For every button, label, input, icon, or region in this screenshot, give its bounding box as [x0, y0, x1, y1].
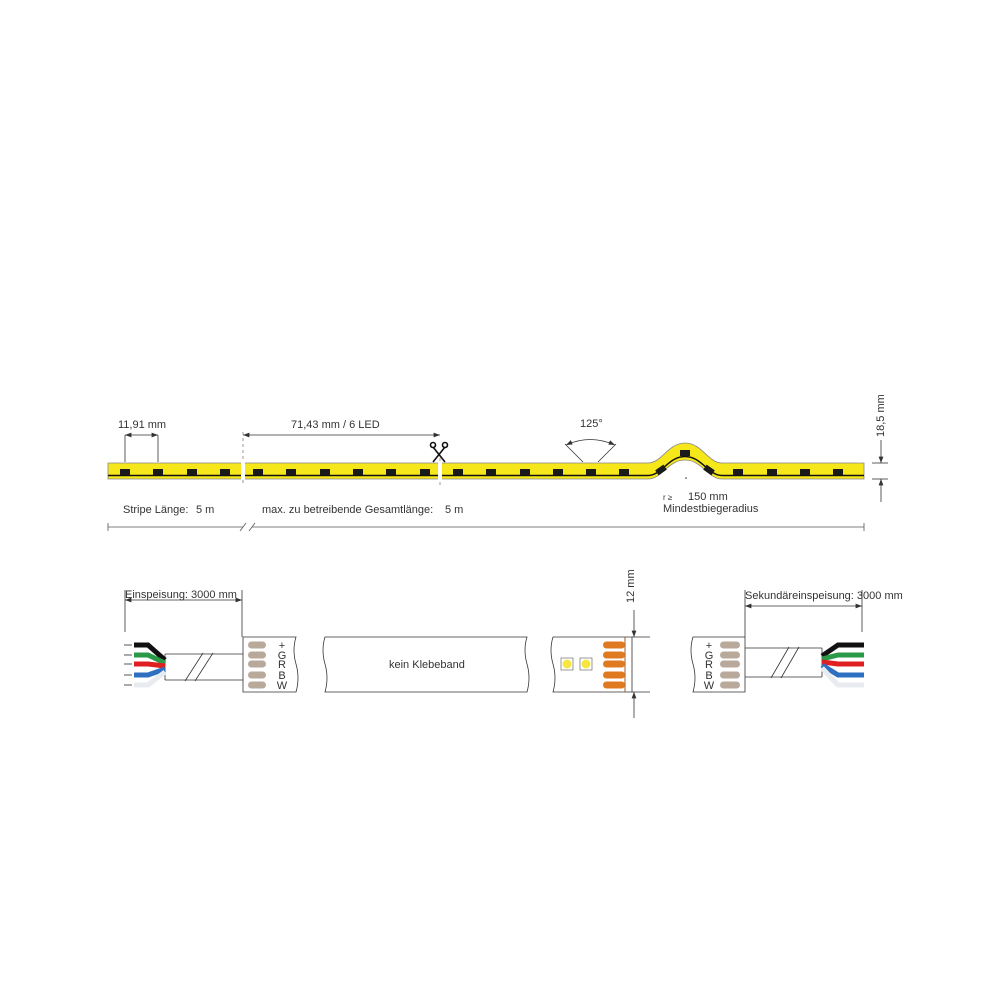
led-chip	[579, 657, 593, 671]
scissors-icon	[429, 441, 449, 463]
wire	[820, 666, 864, 688]
solder-pad	[603, 671, 625, 679]
led	[286, 469, 296, 475]
solder-pad	[603, 681, 625, 689]
solder-pad	[720, 651, 740, 659]
pin-label: R	[705, 659, 713, 671]
strip-end	[550, 636, 633, 693]
led	[486, 469, 496, 475]
pin-label: W	[704, 680, 715, 692]
wire	[821, 659, 864, 667]
height-label: 18,5 mm	[875, 394, 887, 437]
wire	[134, 652, 167, 666]
strip-circuit-line	[108, 455, 864, 477]
solder-pad	[248, 671, 266, 679]
led-chip	[560, 657, 574, 671]
feed-label: Einspeisung: 3000 mm	[125, 589, 237, 601]
pin-label: R	[278, 659, 286, 671]
led	[553, 469, 563, 475]
solder-pad	[603, 641, 625, 649]
radius-center	[685, 477, 687, 479]
led	[767, 469, 777, 475]
radius-symbol: r ≥	[663, 493, 673, 502]
solder-pad	[248, 651, 266, 659]
led	[733, 469, 743, 475]
total-length-line	[107, 522, 865, 532]
led	[833, 469, 843, 475]
solder-pad	[720, 641, 740, 649]
led	[453, 469, 463, 475]
width-dimension	[631, 610, 650, 718]
led	[520, 469, 530, 475]
led	[680, 450, 690, 456]
led-strip	[107, 432, 865, 485]
solder-pad	[603, 651, 625, 659]
solder-pad	[720, 660, 740, 668]
solder-pad	[248, 641, 266, 649]
height-dimension	[872, 440, 888, 502]
led	[320, 469, 330, 475]
max-length-label: max. zu betreibende Gesamtlänge:	[262, 504, 433, 516]
segment-label: 71,43 mm / 6 LED	[291, 419, 380, 431]
solder-pad	[720, 671, 740, 679]
angle-label: 125°	[580, 418, 603, 430]
led	[153, 469, 163, 475]
pin-label: W	[277, 680, 288, 692]
strip-body	[107, 442, 865, 480]
angle-dimension	[564, 439, 617, 463]
led	[420, 469, 430, 475]
pin-label: +	[279, 640, 285, 652]
stripe-length-label: Stripe Länge:	[123, 504, 188, 516]
stripe-length-value: 5 m	[196, 504, 214, 516]
pin-label: B	[278, 670, 285, 682]
pin-label: B	[705, 670, 712, 682]
width-label: 12 mm	[625, 569, 637, 603]
no-adhesive-section	[322, 636, 530, 693]
solder-pad	[248, 681, 266, 689]
wire	[134, 642, 167, 662]
wire	[134, 661, 166, 669]
solder-pad	[248, 660, 266, 668]
led	[619, 469, 629, 475]
radius-label: Mindestbiegeradius	[663, 503, 759, 515]
radius-value: 150 mm	[688, 491, 728, 503]
led	[353, 469, 363, 475]
secondary-feed-label: Sekundäreinspeisung: 3000 mm	[745, 590, 903, 602]
wire	[821, 652, 864, 662]
led	[586, 469, 596, 475]
solder-pad	[603, 660, 625, 668]
pitch-dimension	[124, 432, 159, 462]
pin-label: G	[705, 650, 714, 662]
led	[187, 469, 197, 475]
no-adhesive-label: kein Klebeband	[389, 659, 465, 671]
wire	[134, 666, 166, 678]
pin-label: G	[278, 650, 287, 662]
led	[253, 469, 263, 475]
wire	[820, 642, 864, 659]
led	[220, 469, 230, 475]
pitch-label: 11,91 mm	[118, 419, 166, 431]
wire	[820, 662, 864, 678]
led	[386, 469, 396, 475]
led	[120, 469, 130, 475]
max-length-value: 5 m	[445, 504, 463, 516]
led	[800, 469, 810, 475]
solder-pad	[720, 681, 740, 689]
led	[655, 464, 667, 476]
pin-label: +	[706, 640, 712, 652]
led	[703, 464, 715, 476]
wire	[134, 670, 167, 688]
